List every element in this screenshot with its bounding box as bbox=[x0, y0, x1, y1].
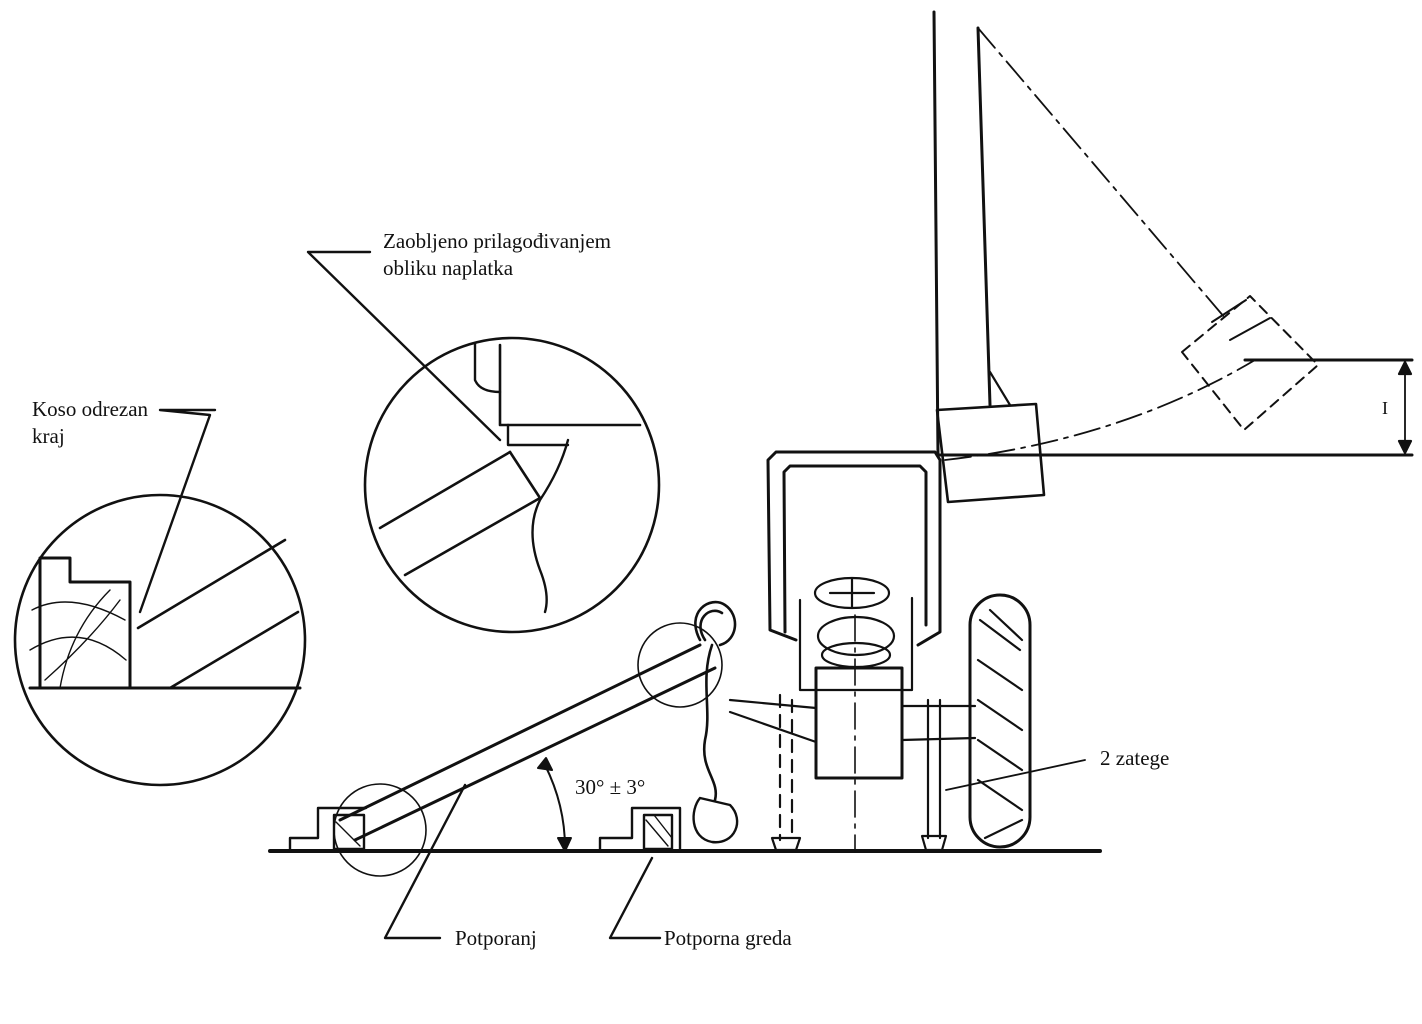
strut-label: Potporanj bbox=[455, 926, 537, 950]
vertical-pole bbox=[932, 10, 1012, 457]
angle-label: 30° ± 3° bbox=[575, 775, 646, 799]
ties-label: 2 zatege bbox=[1100, 746, 1170, 770]
strut-foot bbox=[288, 806, 368, 853]
support-beam bbox=[598, 796, 739, 853]
upper-hook bbox=[694, 600, 737, 802]
support-beam-label: Potporna greda bbox=[664, 926, 792, 950]
pendulum-block-swung bbox=[1181, 295, 1319, 431]
rollover-frame bbox=[766, 450, 942, 647]
rounded-edge-label-line1: Zaobljeno prilagođivanjem bbox=[383, 229, 612, 253]
angle-marker bbox=[537, 757, 572, 852]
pendulum-swing-path bbox=[944, 27, 1256, 461]
bevelled-end-label-line2: kraj bbox=[32, 424, 65, 448]
rounded-edge-label-line2: obliku naplatka bbox=[383, 256, 514, 280]
tie-rods bbox=[920, 698, 1086, 852]
height-reference bbox=[936, 358, 1414, 457]
detail-rounded-edge bbox=[363, 336, 661, 634]
pendulum-block-rest bbox=[935, 402, 1046, 504]
rear-wheel bbox=[968, 593, 1032, 849]
detail-bevelled-end bbox=[13, 493, 307, 787]
bevelled-end-label-line1: Koso odrezan bbox=[32, 397, 149, 421]
height-marker-label: I bbox=[1382, 398, 1388, 418]
leader-lines bbox=[138, 250, 662, 940]
tractor-body bbox=[728, 576, 977, 853]
strut bbox=[333, 622, 723, 877]
